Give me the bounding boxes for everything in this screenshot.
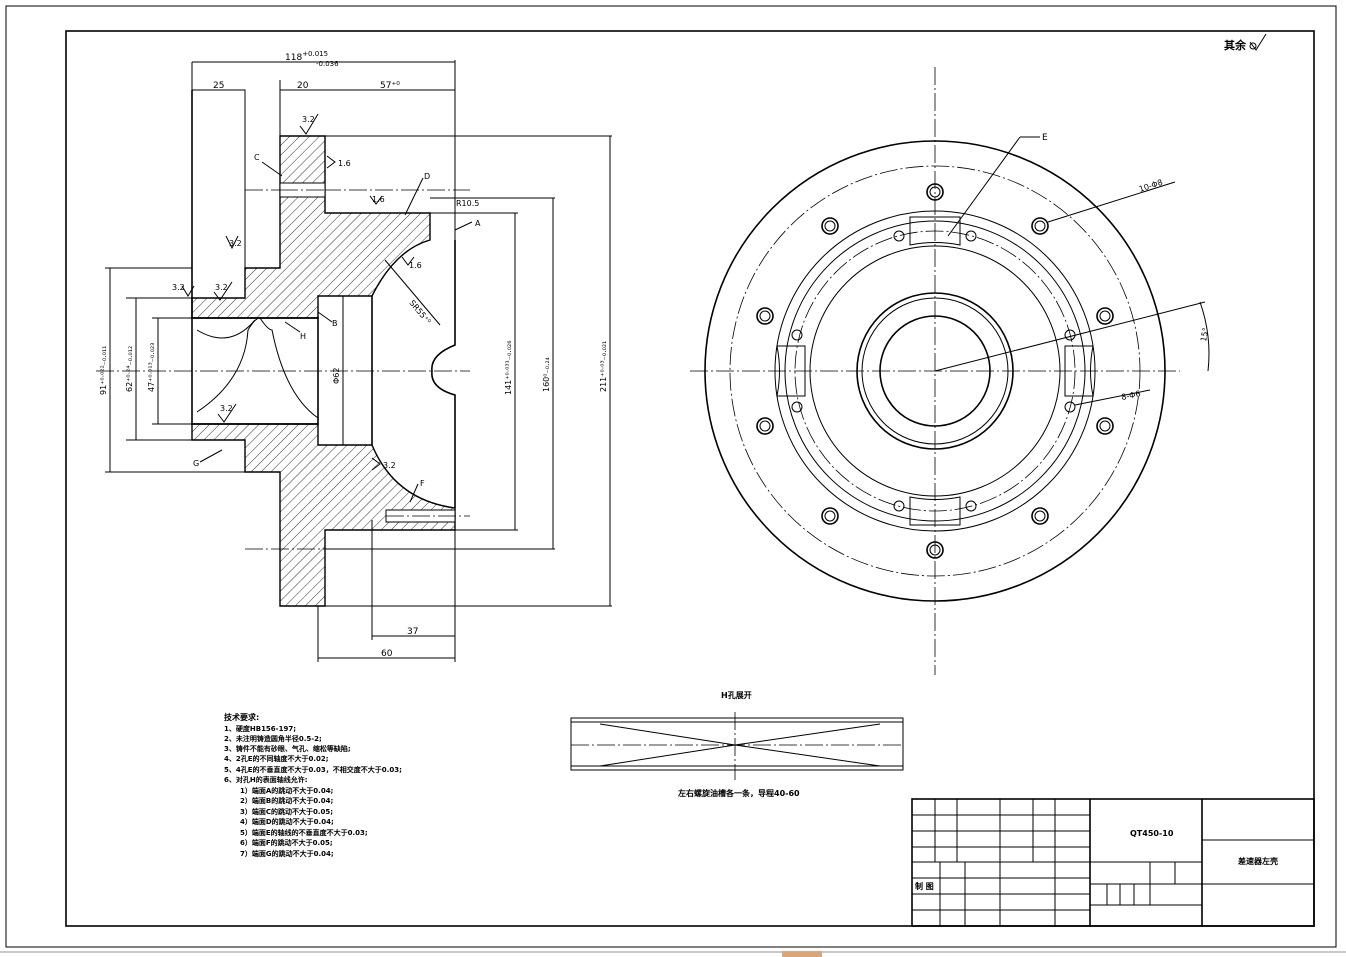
outer-flange-circle xyxy=(704,140,1166,602)
inner-border xyxy=(65,30,1315,927)
dim-211: 211⁺⁰·⁰³₋₀.₀₂₁ xyxy=(599,341,608,392)
lower-body-section xyxy=(191,423,456,607)
bolt-holes-8 xyxy=(791,230,1076,512)
svg-text:B: B xyxy=(332,319,338,328)
h-expand-note: 左右螺旋油槽各一条，导程40-60 xyxy=(677,788,800,798)
svg-text:1.6: 1.6 xyxy=(372,195,385,204)
dim-57: 57⁺⁰ xyxy=(380,81,400,91)
requirement-line: 3、铸件不能有砂眼、气孔、缩松等缺陷; xyxy=(224,744,351,753)
requirement-line: 2）端面B的跳动不大于0.04; xyxy=(240,796,333,805)
svg-text:G: G xyxy=(193,459,199,468)
svg-text:1.6: 1.6 xyxy=(409,261,422,270)
svg-text:1.6: 1.6 xyxy=(338,159,351,168)
svg-text:D: D xyxy=(424,172,430,181)
dim-47: 47⁺⁰·⁰¹³₋₀.₀₂₃ xyxy=(147,343,156,392)
surface-labels: C D A B H G F xyxy=(193,153,481,503)
general-roughness-note: 其余 xyxy=(1224,33,1267,52)
technical-requirements: 技术要求: 1、硬度HB156-197; 2、未注明铸造圆角半径0.5-2; 3… xyxy=(224,712,402,858)
svg-text:F: F xyxy=(420,479,425,488)
requirement-line: 4、2孔E的不同轴度不大于0.02; xyxy=(224,754,329,763)
dim-37: 37 xyxy=(407,627,418,637)
requirement-line: 7）端面G的跳动不大于0.04; xyxy=(240,849,334,858)
center-bore xyxy=(879,315,991,427)
svg-text:其余: 其余 xyxy=(1224,38,1247,52)
label-e: E xyxy=(1042,133,1048,143)
dim-160: 160⁰₋₀.₂₄ xyxy=(542,357,551,392)
dim-25: 25 xyxy=(213,81,224,91)
requirements-title: 技术要求: xyxy=(224,712,259,722)
section-view: 118+0.015 -0.036 25 20 57⁺⁰ 37 60 91⁺⁰·⁰… xyxy=(96,50,612,662)
svg-text:H: H xyxy=(300,332,306,341)
svg-text:3.2: 3.2 xyxy=(229,239,242,248)
dim-20: 20 xyxy=(297,81,309,91)
requirement-line: 4）端面D的跳动不大于0.04; xyxy=(240,817,334,826)
requirement-line: 3）端面C的跳动不大于0.05; xyxy=(240,807,333,816)
bolt-holes-10 xyxy=(756,183,1114,559)
title-block: QT450-10 差速器左壳 制 图 xyxy=(911,798,1315,927)
part-name-label: 差速器左壳 xyxy=(1237,856,1278,866)
material-label: QT450-10 xyxy=(1130,829,1174,838)
label-angle: 15° xyxy=(1199,327,1210,343)
requirement-line: 1）端面A的跳动不大于0.04; xyxy=(240,786,334,795)
dim-91: 91⁺⁰·⁰²²₋₀.₀₁₁ xyxy=(99,346,108,395)
svg-text:C: C xyxy=(254,153,260,162)
bolt-circle-8 xyxy=(794,230,1076,512)
front-view: E 10-Φ8 8-Φ6 15° xyxy=(690,67,1210,675)
dim-118: 118+0.015 xyxy=(285,50,328,63)
outer-border xyxy=(5,5,1337,948)
dim-r105: R10.5 xyxy=(456,199,479,208)
svg-text:3.2: 3.2 xyxy=(172,283,185,292)
svg-text:3.2: 3.2 xyxy=(383,461,396,470)
svg-text:3.2: 3.2 xyxy=(215,283,228,292)
svg-text:A: A xyxy=(475,219,481,228)
label-8-holes: 8-Φ6 xyxy=(1121,389,1142,402)
roughness-symbols: 3.2 1.6 1.6 3.2 3.2 3.2 1.6 3.2 3.2 xyxy=(172,113,422,471)
dim-60: 60 xyxy=(381,649,393,659)
label-10-holes: 10-Φ8 xyxy=(1138,178,1164,194)
h-hole-expansion: H孔展开 左右螺旋油槽各一条，导程40-60 xyxy=(570,690,904,798)
requirement-line: 6）端面F的跳动不大于0.05; xyxy=(240,838,333,847)
dim-141: 141⁺⁰·⁰³¹₋₀.₀₂₆ xyxy=(504,341,513,395)
dim-62: 62⁺⁰·²⁴₋₀.₀₁₂ xyxy=(125,346,134,392)
svg-text:3.2: 3.2 xyxy=(302,115,315,124)
drawn-by-label: 制 图 xyxy=(915,881,934,891)
dim-118-lower: -0.036 xyxy=(316,60,339,68)
requirement-line: 2、未注明铸造圆角半径0.5-2; xyxy=(224,734,322,743)
requirement-line: 5、4孔E的不垂直度不大于0.03，不相交度不大于0.03; xyxy=(224,765,402,774)
requirement-line: 1、硬度HB156-197; xyxy=(224,724,296,733)
requirement-line: 5）端面E的轴线的不垂直度不大于0.03; xyxy=(240,828,368,837)
dim-bore: Φ62 xyxy=(332,368,341,384)
h-expand-title: H孔展开 xyxy=(721,690,752,700)
bolt-circle-10 xyxy=(729,165,1141,577)
requirement-line: 6、对孔H的表面轴线允许: xyxy=(224,775,308,784)
svg-text:3.2: 3.2 xyxy=(220,404,233,413)
